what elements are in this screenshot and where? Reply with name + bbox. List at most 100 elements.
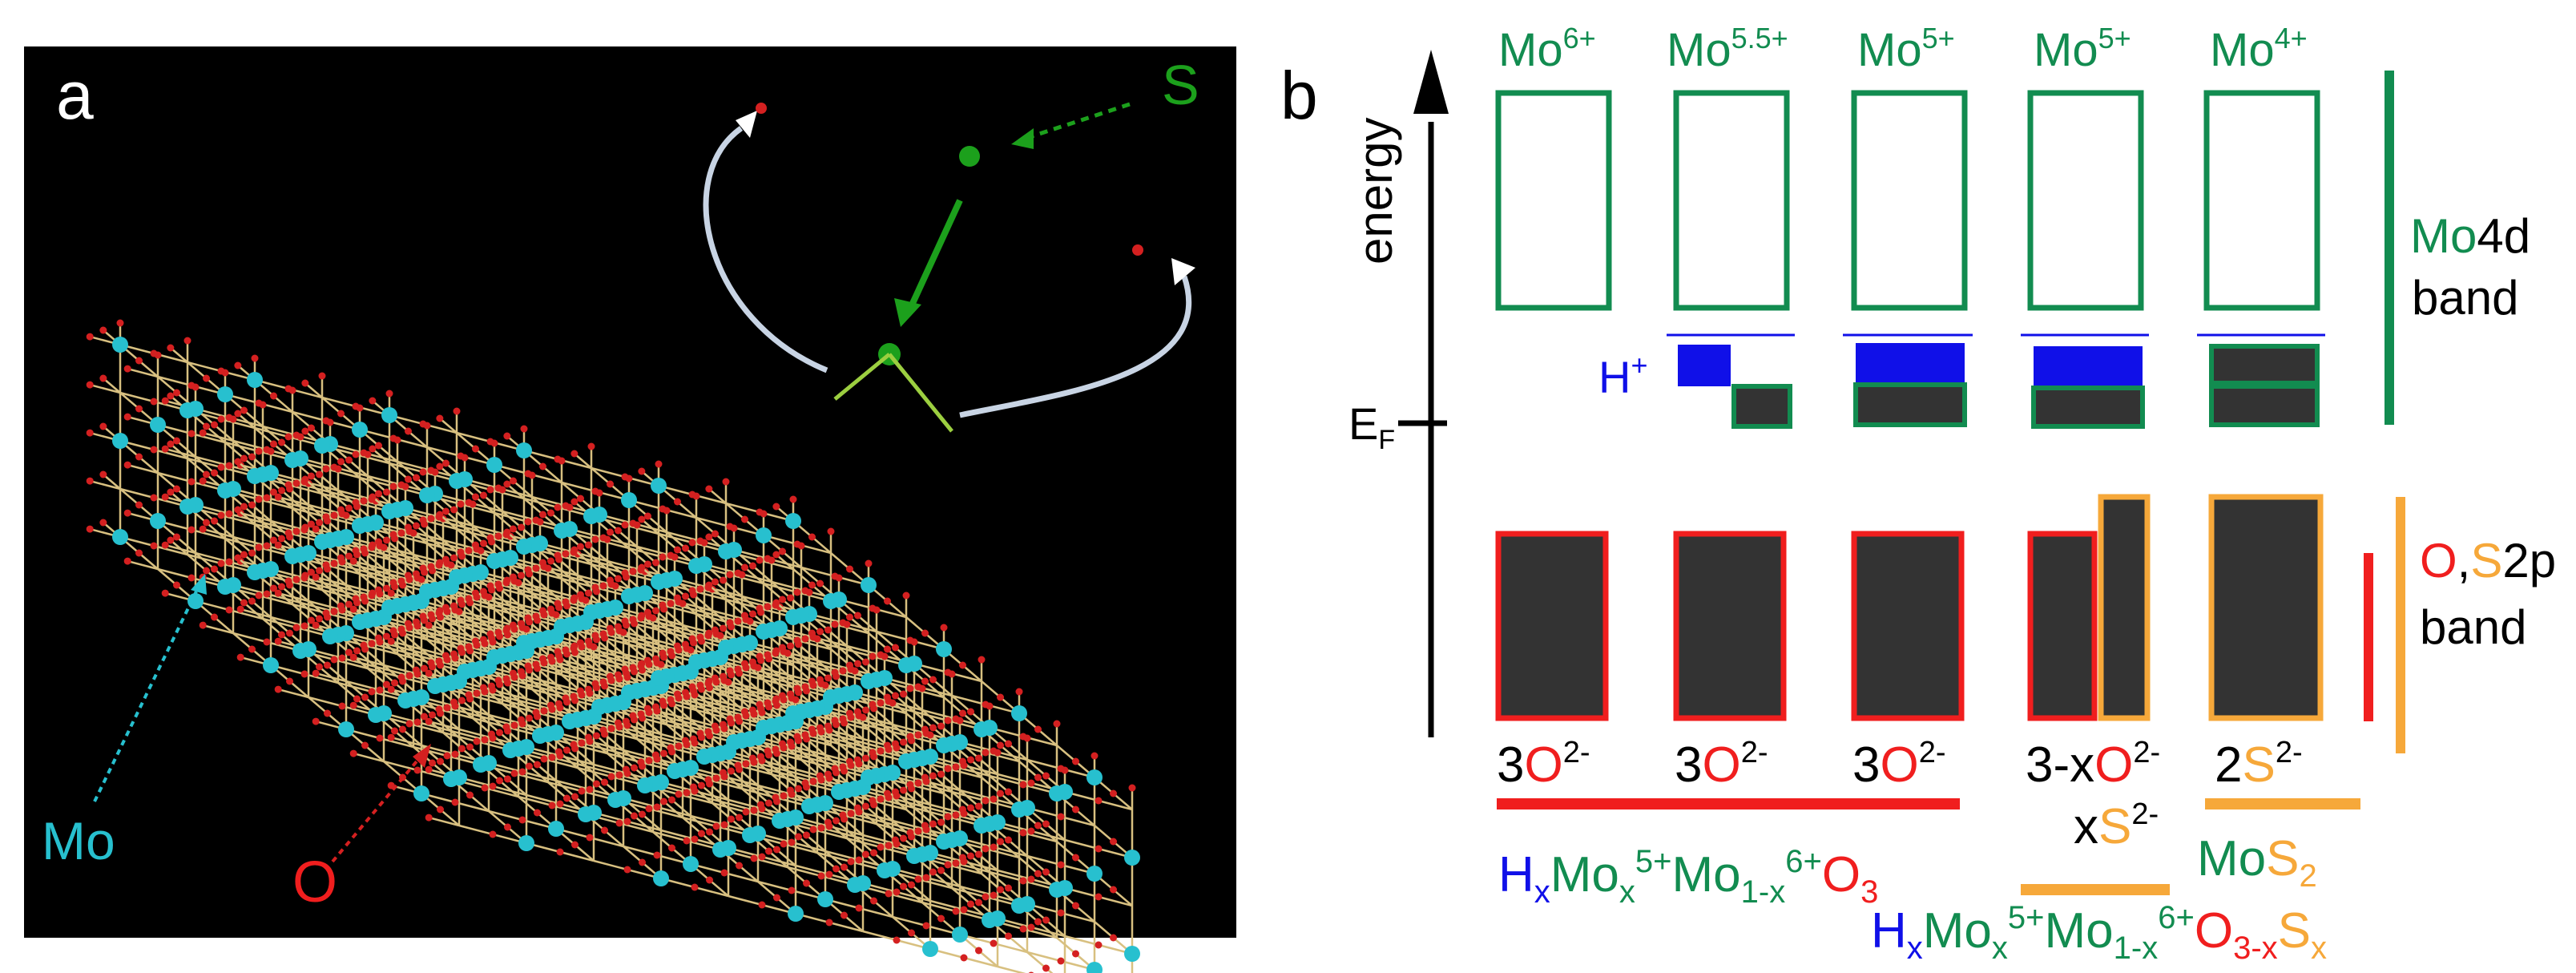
oxygen-atom [652,751,659,759]
mo-header-col4: Mo5+ [2034,22,2131,76]
molybdenum-atom [667,763,683,779]
oxygen-atom [292,575,300,583]
oxygen-atom [217,511,225,519]
oxygen-atom [397,481,405,489]
anion-coeff: 3 [1497,737,1524,793]
oxygen-atom [808,629,816,637]
oxygen-atom [908,929,915,937]
oxygen-atom [741,515,748,523]
oxygen-atom [486,582,494,590]
lattice-bond [170,443,188,459]
oxygen-atom [353,647,361,655]
oxygen-atom [135,549,143,557]
oxygen-atom [472,637,479,645]
oxygen-atom [383,584,390,592]
oxygen-atom [150,446,158,454]
oxygen-atom [599,678,607,686]
oxygen-atom [217,415,225,423]
oxygen-atom [375,490,382,498]
oxygen-atom [705,533,713,541]
oxygen-atom [975,898,982,906]
oxygen-atom [255,495,263,503]
oxygen-atom [442,507,449,515]
oxygen-atom [199,429,207,437]
lattice-bond [304,382,323,398]
oxygen-atom [481,736,489,744]
mo-superscript: 5+ [2008,900,2045,935]
oxygen-atom [688,683,696,691]
oxygen-atom [704,583,712,591]
o-atom-label: O [292,850,337,914]
oxygen-atom [387,733,395,741]
oxygen-atom [756,508,764,516]
lattice-bond [202,527,234,539]
molybdenum-atom [217,482,233,499]
oxygen-atom [921,725,929,733]
molybdenum-atom [352,518,368,534]
oxygen-atom [921,822,929,830]
molybdenum-atom [756,527,772,543]
oxygen-atom [520,425,528,433]
oxygen-atom [554,551,562,559]
oxygen-atom [824,674,832,682]
formula-oxysulfide: HxMox5+Mo1-x6+O3-xSx [1871,900,2327,966]
molybdenum-atom [788,906,804,922]
lattice-bond [277,688,309,699]
oxygen-atom [494,628,502,636]
oxygen-atom [749,754,756,762]
oxygen-atom [734,713,742,721]
oxygen-atom [270,488,277,496]
oxygen-atom [846,613,853,621]
lattice-bond [170,347,188,363]
oxygen-atom [645,757,653,765]
molybdenum-atom [381,407,397,423]
oxygen-atom [563,746,570,754]
molybdenum-atom [443,771,459,787]
oxygen-atom [450,698,458,706]
oxygen-atom [607,725,615,733]
oxygen-atom [997,886,1004,894]
lattice-bond [277,495,309,507]
oxygen-atom [637,758,645,766]
oxygen-atom [442,459,449,467]
oxygen-atom [644,705,651,713]
mo-subscript: 1-x [1741,874,1786,910]
oxygen-atom [292,527,300,535]
oxygen-atom [322,417,330,425]
oxygen-atom [659,505,667,513]
mo-pointer-dotted [93,591,198,802]
oxygen-atom [742,760,750,768]
oxygen-atom [419,468,427,476]
molybdenum-atom [583,604,599,620]
oxygen-atom [607,672,614,680]
oxygen-atom [1027,779,1035,787]
oxygen-atom [225,414,233,422]
oxygen-atom [660,797,667,805]
oxygen-atom [667,744,675,752]
lattice-bond [277,591,309,603]
oxygen-atom [534,761,541,769]
oxygen-atom [397,673,405,681]
oxygen-atom [570,596,578,604]
oxygen-atom [803,879,810,887]
oxygen-atom [161,589,169,597]
oxygen-atom [788,886,796,894]
oxygen-atom [450,602,458,610]
oxygen-atom [421,713,428,721]
oxygen-atom [570,644,578,652]
oxygen-atom [637,566,645,574]
oxygen-atom [397,577,405,585]
oxygen-atom [532,564,540,572]
col4-h-state [2034,346,2143,388]
oxygen-atom [135,405,143,413]
molybdenum-atom [653,870,669,886]
oxygen-atom [869,652,877,660]
oxygen-atom [921,677,929,685]
o-atom-removed-left [756,103,767,114]
oxygen-atom [1072,757,1079,765]
molybdenum-atom [831,784,847,800]
oxygen-atom [638,467,646,475]
oxygen-atom [316,567,323,575]
oxygen-atom [240,599,248,607]
lattice-bond [240,511,272,523]
